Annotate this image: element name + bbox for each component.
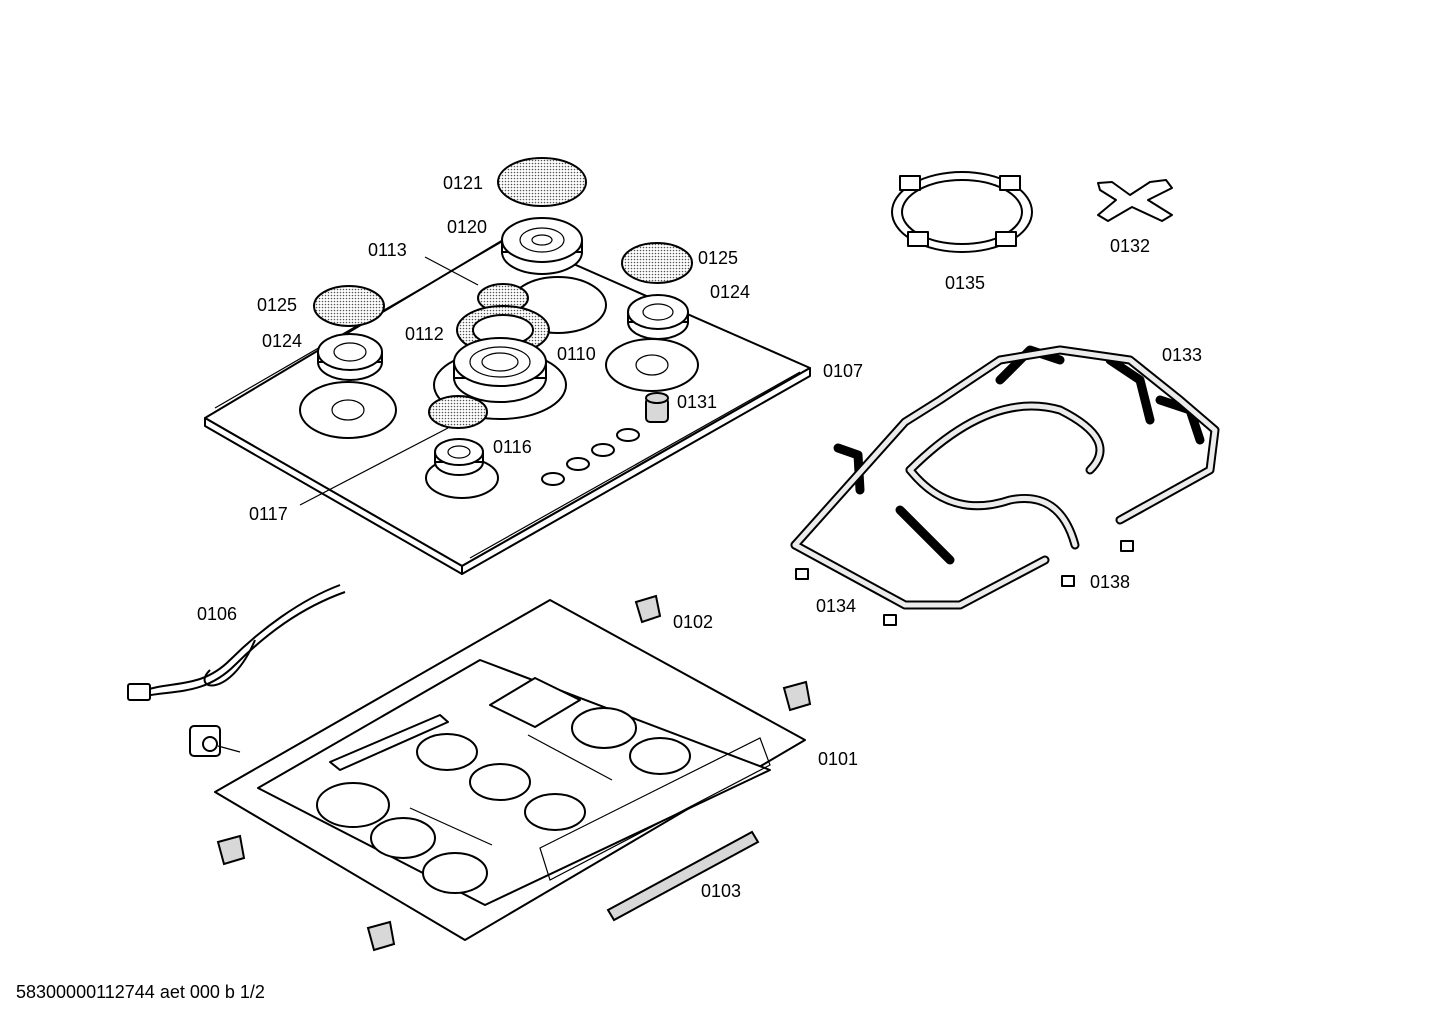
label-0106: 0106 xyxy=(197,604,237,624)
label-0116: 0116 xyxy=(493,437,532,457)
burner-head-0124-left[interactable] xyxy=(317,333,383,381)
label-0135: 0135 xyxy=(945,273,985,293)
burner-head-0124-right[interactable] xyxy=(627,294,689,340)
label-0117: 0117 xyxy=(249,504,288,524)
label-0124-left: 0124 xyxy=(262,331,302,351)
burner-head-0120[interactable] xyxy=(501,217,583,275)
document-id-footer: 58300000112744 aet 000 b 1/2 xyxy=(16,982,265,1002)
wok-ring-0135[interactable] xyxy=(891,171,1033,253)
label-0134: 0134 xyxy=(816,596,856,616)
seal-strip-0103[interactable] xyxy=(606,830,760,922)
label-0131: 0131 xyxy=(677,392,717,412)
simmer-plate-0132[interactable] xyxy=(1097,179,1173,222)
igniter-module[interactable] xyxy=(189,725,241,757)
rubber-foot[interactable] xyxy=(883,614,897,626)
label-0124-right: 0124 xyxy=(710,282,750,302)
leader-lines xyxy=(299,256,479,506)
burner-head-0110[interactable] xyxy=(453,337,547,403)
burner-caps xyxy=(313,157,693,429)
control-knob-0131[interactable] xyxy=(645,392,669,423)
pan-support-grate-0133[interactable] xyxy=(790,345,1220,610)
label-0138: 0138 xyxy=(1090,572,1130,592)
label-0133: 0133 xyxy=(1162,345,1202,365)
rubber-feet xyxy=(795,540,1134,626)
burner-head-0116[interactable] xyxy=(434,438,484,476)
label-0112: 0112 xyxy=(405,324,444,344)
label-0103: 0103 xyxy=(701,881,741,901)
mounting-clips-0102[interactable] xyxy=(216,594,812,952)
power-cable-0106[interactable] xyxy=(127,584,346,701)
rubber-foot[interactable] xyxy=(1120,540,1134,552)
burner-cap-0125-left[interactable] xyxy=(313,285,385,327)
burner-heads xyxy=(317,217,689,476)
label-0125-right: 0125 xyxy=(698,248,738,268)
burner-cap-0125-right[interactable] xyxy=(621,242,693,284)
burner-cap-0121[interactable] xyxy=(497,157,587,207)
label-0132: 0132 xyxy=(1110,236,1150,256)
label-0110: 0110 xyxy=(557,344,596,364)
label-0101: 0101 xyxy=(818,749,858,769)
label-0107: 0107 xyxy=(823,361,863,381)
label-0120: 0120 xyxy=(447,217,487,237)
part-labels: 0121 0120 0113 0125 0124 0125 0124 0112 … xyxy=(197,173,1202,901)
label-0121: 0121 xyxy=(443,173,483,193)
rubber-foot-0138[interactable] xyxy=(1061,575,1075,587)
label-0102: 0102 xyxy=(673,612,713,632)
label-0125-left: 0125 xyxy=(257,295,297,315)
base-tray-0101[interactable] xyxy=(214,599,806,941)
burner-cap-0116[interactable] xyxy=(428,395,488,429)
rubber-foot-0134[interactable] xyxy=(795,568,809,580)
label-0113: 0113 xyxy=(368,240,407,260)
